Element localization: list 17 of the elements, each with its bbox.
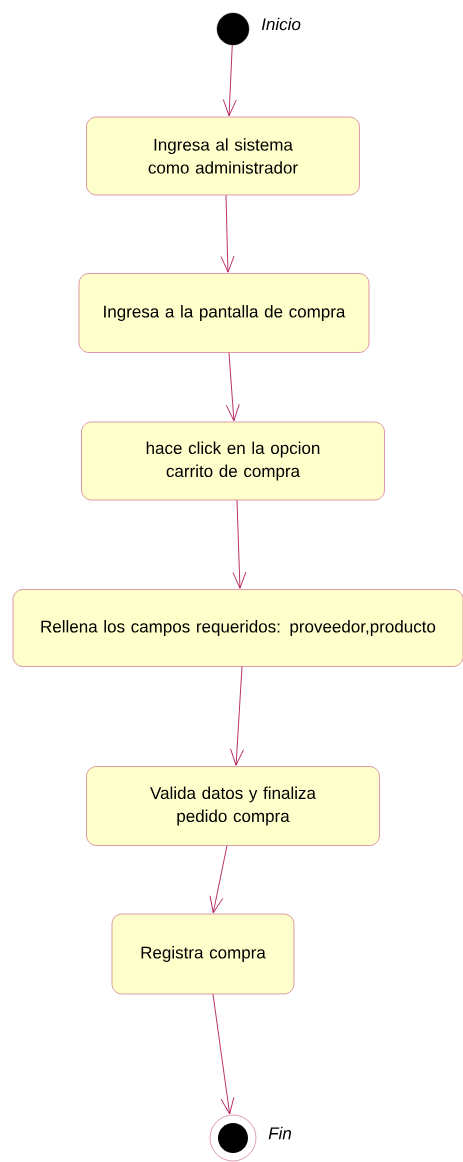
end-circle <box>209 1114 257 1162</box>
activity-box: Registra compra <box>111 913 295 995</box>
arrow <box>220 194 235 273</box>
state-label: Fin <box>268 1126 292 1140</box>
activity-box: Ingresa a la pantalla de compra <box>78 273 370 353</box>
activity-box: Rellena los campos requeridos: proveedor,producto <box>12 589 463 667</box>
activity-box: hace click en la opcion carrito de compra <box>81 421 385 501</box>
arrow <box>225 352 240 422</box>
arrow <box>222 44 237 117</box>
activity-box: Ingresa al sistema como administrador <box>86 116 360 196</box>
arrow <box>209 845 228 914</box>
state-label: Inicio <box>261 17 301 31</box>
arrow <box>232 499 247 589</box>
activity-box: Valida datos y finaliza pedido compra <box>86 766 380 846</box>
arrow <box>212 993 235 1115</box>
arrow <box>230 666 244 766</box>
start-circle <box>216 12 250 46</box>
